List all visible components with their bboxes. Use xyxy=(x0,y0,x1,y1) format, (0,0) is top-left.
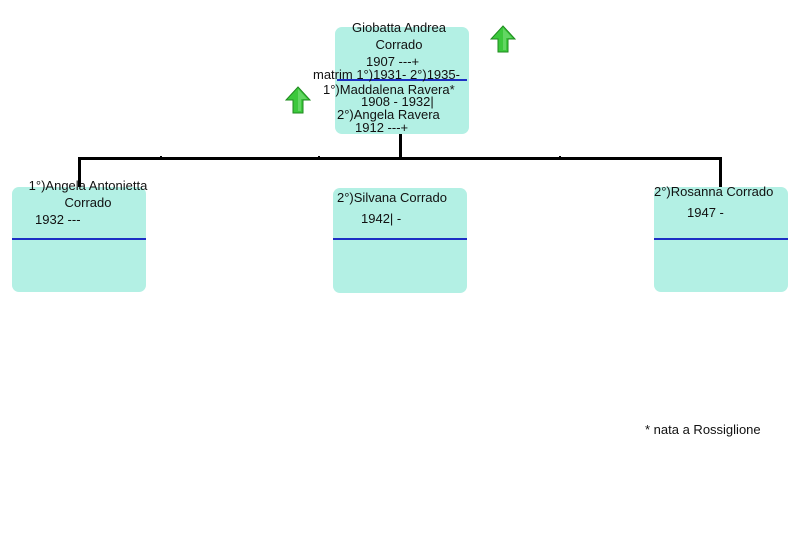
spouse1-dates: 1908 - 1932| xyxy=(361,94,434,109)
up-arrow-icon[interactable] xyxy=(285,86,311,114)
connector-horizontal xyxy=(78,157,722,160)
spouse2-name: 2°)Angela Ravera xyxy=(337,107,440,122)
child-1-divider xyxy=(12,238,146,240)
child-2-dates: 1942| - xyxy=(361,211,402,226)
child-2-name: 2°)Silvana Corrado xyxy=(337,190,447,205)
footnote: * nata a Rossiglione xyxy=(645,422,761,437)
child-1-name-line1: 1°)Angela Antonietta xyxy=(28,178,148,193)
connector-tick xyxy=(318,156,320,158)
up-arrow-icon[interactable] xyxy=(490,25,516,53)
parent-dates: 1907 ---+ xyxy=(366,54,420,69)
connector-tick xyxy=(160,156,162,158)
parent-marriage: matrim 1°)1931- 2°)1935- xyxy=(313,67,460,82)
connector-child1 xyxy=(78,157,81,187)
child-3-divider xyxy=(654,238,788,240)
connector-parent-down xyxy=(399,134,402,159)
child-box-2 xyxy=(333,188,467,293)
connector-tick xyxy=(559,156,561,158)
parent-name-line1: Giobatta Andrea xyxy=(352,20,446,35)
connector-child3 xyxy=(719,157,722,187)
child-1-name-line2: Corrado xyxy=(64,195,112,210)
child-2-divider xyxy=(333,238,467,240)
child-3-name: 2°)Rosanna Corrado xyxy=(654,184,774,199)
child-3-dates: 1947 - xyxy=(687,205,724,220)
spouse2-dates: 1912 ---+ xyxy=(355,120,409,135)
parent-name-line2: Corrado xyxy=(375,37,423,52)
spouse1-name: 1°)Maddalena Ravera* xyxy=(323,82,455,97)
parent-divider xyxy=(337,79,467,81)
child-1-dates: 1932 --- xyxy=(35,212,81,227)
